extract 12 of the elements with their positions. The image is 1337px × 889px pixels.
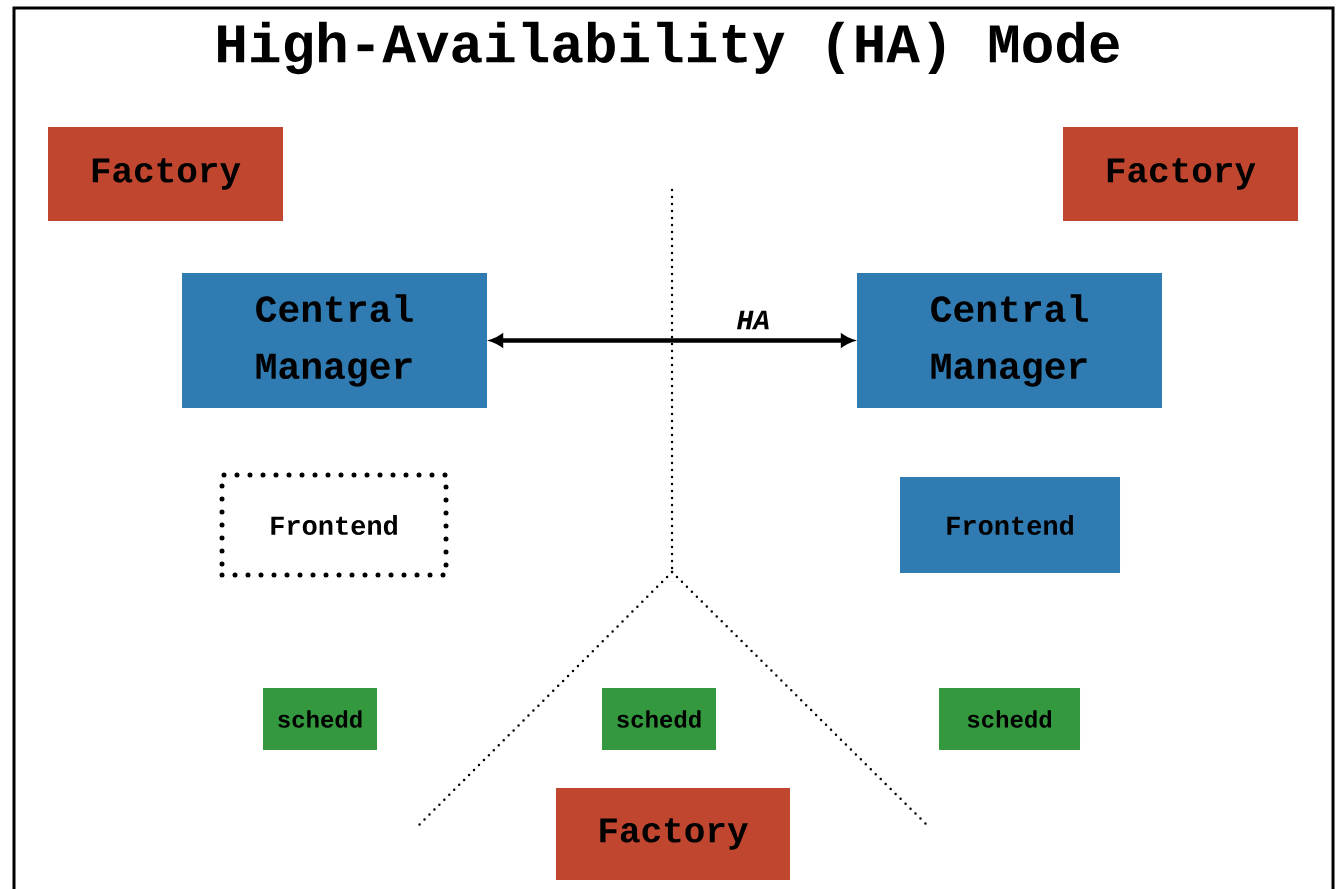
title: High-Availability (HA) Mode [218,21,1119,75]
process-box: Factory [1063,127,1298,221]
dotted-box: Frontend [219,472,449,578]
process-box: Central Manager [857,273,1162,408]
process-box: schedd [939,688,1080,750]
process-box: Factory [556,788,790,880]
edge-label: HA [735,309,772,331]
process-box: Frontend [900,477,1120,573]
process-box: Factory [48,127,283,221]
process-box: schedd [602,688,716,750]
process-box: Central Manager [182,273,487,408]
process-box: schedd [263,688,377,750]
